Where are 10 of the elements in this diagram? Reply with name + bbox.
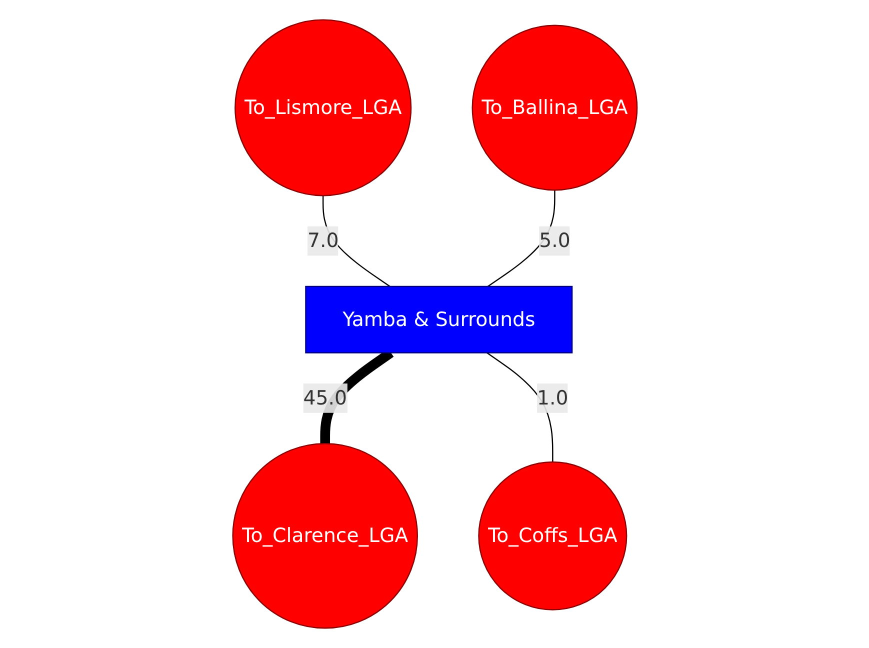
node-box — [304, 286, 572, 354]
edge-label: 45.0 — [302, 386, 347, 410]
node-circle — [232, 442, 418, 629]
edge-label: 5.0 — [538, 228, 570, 252]
network-diagram: 7.0 5.0 45.0 1.0 To_Lismore_LGA To_Ballina_LGA Yamba & Surrounds To_Clarence_LGA To_Coffs_LGA — [222, 10, 646, 638]
node-circle — [471, 24, 638, 191]
node-circle — [478, 461, 627, 610]
edge-label: 1.0 — [536, 386, 568, 410]
edge-label: 7.0 — [307, 228, 338, 252]
node-circle — [234, 19, 412, 196]
